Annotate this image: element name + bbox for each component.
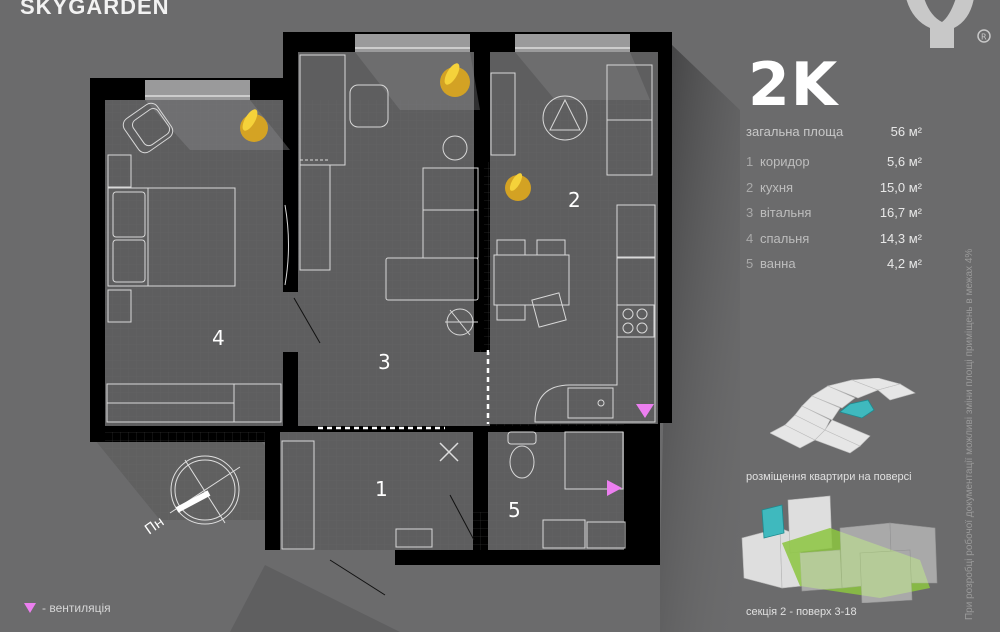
room-name: кухня [760, 179, 794, 195]
room-label-5: 5 [508, 498, 521, 522]
room-area: 16,7 м² [879, 205, 922, 220]
room-label-1: 1 [375, 477, 388, 501]
building-section-diagram [741, 495, 938, 603]
apartment-highlight-section [761, 504, 785, 539]
floor-location-caption: розміщення квартири на поверсі [746, 471, 912, 483]
vent-legend: - вентиляція [24, 601, 111, 615]
room-label-2: 2 [568, 188, 581, 212]
room-name: коридор [760, 154, 810, 169]
vent-legend-label: - вентиляція [42, 601, 111, 615]
room-label-4: 4 [212, 326, 225, 350]
brand-logo-text: SKYGARDEN [20, 0, 170, 19]
total-area-value: 56 м² [890, 124, 922, 139]
floor-location-diagram [770, 378, 916, 454]
compass-north-icon: Пн [142, 455, 241, 538]
room-label-3: 3 [378, 350, 391, 374]
apartment-highlight [839, 399, 875, 419]
room-area: 15,0 м² [879, 179, 922, 195]
room-name: вітальня [760, 205, 812, 220]
svg-text:Пн: Пн [142, 514, 167, 538]
brand-logo-icon: R [906, 0, 991, 48]
apartment-type: 2K [748, 50, 839, 120]
section-caption: секція 2 - поверх 3-18 [746, 606, 857, 618]
floor-plan: 1 2 3 4 5 [90, 32, 740, 632]
room-name: спальня [760, 230, 810, 246]
room-area: 14,3 м² [879, 230, 922, 246]
room-area: 5,6 м² [887, 154, 922, 169]
vent-triangle-icon [24, 603, 36, 613]
total-area-row: загальна площа 56 м² [746, 124, 922, 139]
vent-icon-kitchen [636, 404, 654, 418]
room-area: 4,2 м² [887, 256, 922, 271]
vent-icon-bath [607, 480, 622, 496]
room-name: ванна [760, 256, 796, 271]
total-area-label: загальна площа [746, 124, 844, 139]
area-disclaimer: При розробці робочої документації можлив… [964, 248, 975, 620]
svg-text:R: R [981, 33, 987, 42]
